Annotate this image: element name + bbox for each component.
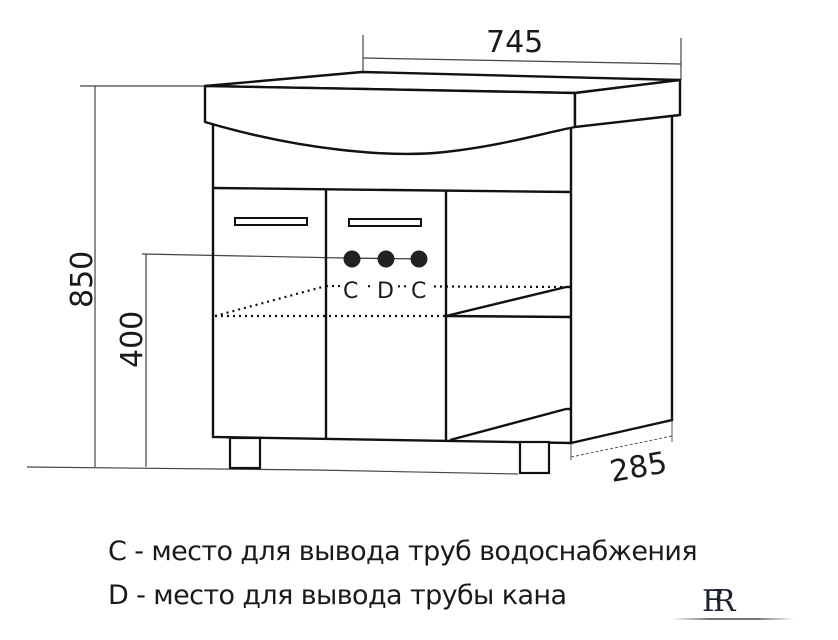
middle-door-handle bbox=[348, 218, 422, 227]
depth-label: 285 bbox=[607, 445, 669, 489]
legend-water-supply: C - место для вывода труб водоснабжения bbox=[108, 536, 698, 567]
pipe-height-dimension bbox=[141, 253, 346, 467]
right-leg bbox=[518, 440, 551, 475]
legend-drain: D - место для вывода трубы кана bbox=[108, 580, 567, 611]
depth-dimension bbox=[570, 420, 673, 460]
pipe-outlets bbox=[343, 250, 428, 268]
logo-underline bbox=[672, 618, 794, 620]
point-label-d: D bbox=[377, 279, 394, 304]
point-label-c-left: C bbox=[343, 279, 358, 304]
width-label: 745 bbox=[486, 25, 543, 60]
height-dimension bbox=[26, 85, 316, 471]
left-leg bbox=[228, 436, 262, 470]
floor-line bbox=[314, 469, 519, 475]
left-door-handle bbox=[234, 217, 308, 226]
door-handles bbox=[234, 217, 422, 227]
water-outlet-c-left bbox=[343, 250, 361, 268]
water-outlet-c-right bbox=[410, 250, 428, 268]
drain-outlet-d bbox=[377, 250, 395, 268]
pipe-height-label: 400 bbox=[115, 311, 150, 368]
point-label-c-right: C bbox=[411, 279, 426, 304]
sink-top bbox=[203, 70, 682, 156]
hidden-shelf-lines bbox=[214, 284, 567, 318]
width-dimension bbox=[362, 35, 682, 80]
logo-text: FR bbox=[702, 584, 736, 619]
cabinet-legs bbox=[228, 436, 551, 475]
brand-logo: FR bbox=[672, 584, 794, 622]
height-label: 850 bbox=[65, 251, 100, 308]
cabinet-body bbox=[211, 116, 674, 445]
